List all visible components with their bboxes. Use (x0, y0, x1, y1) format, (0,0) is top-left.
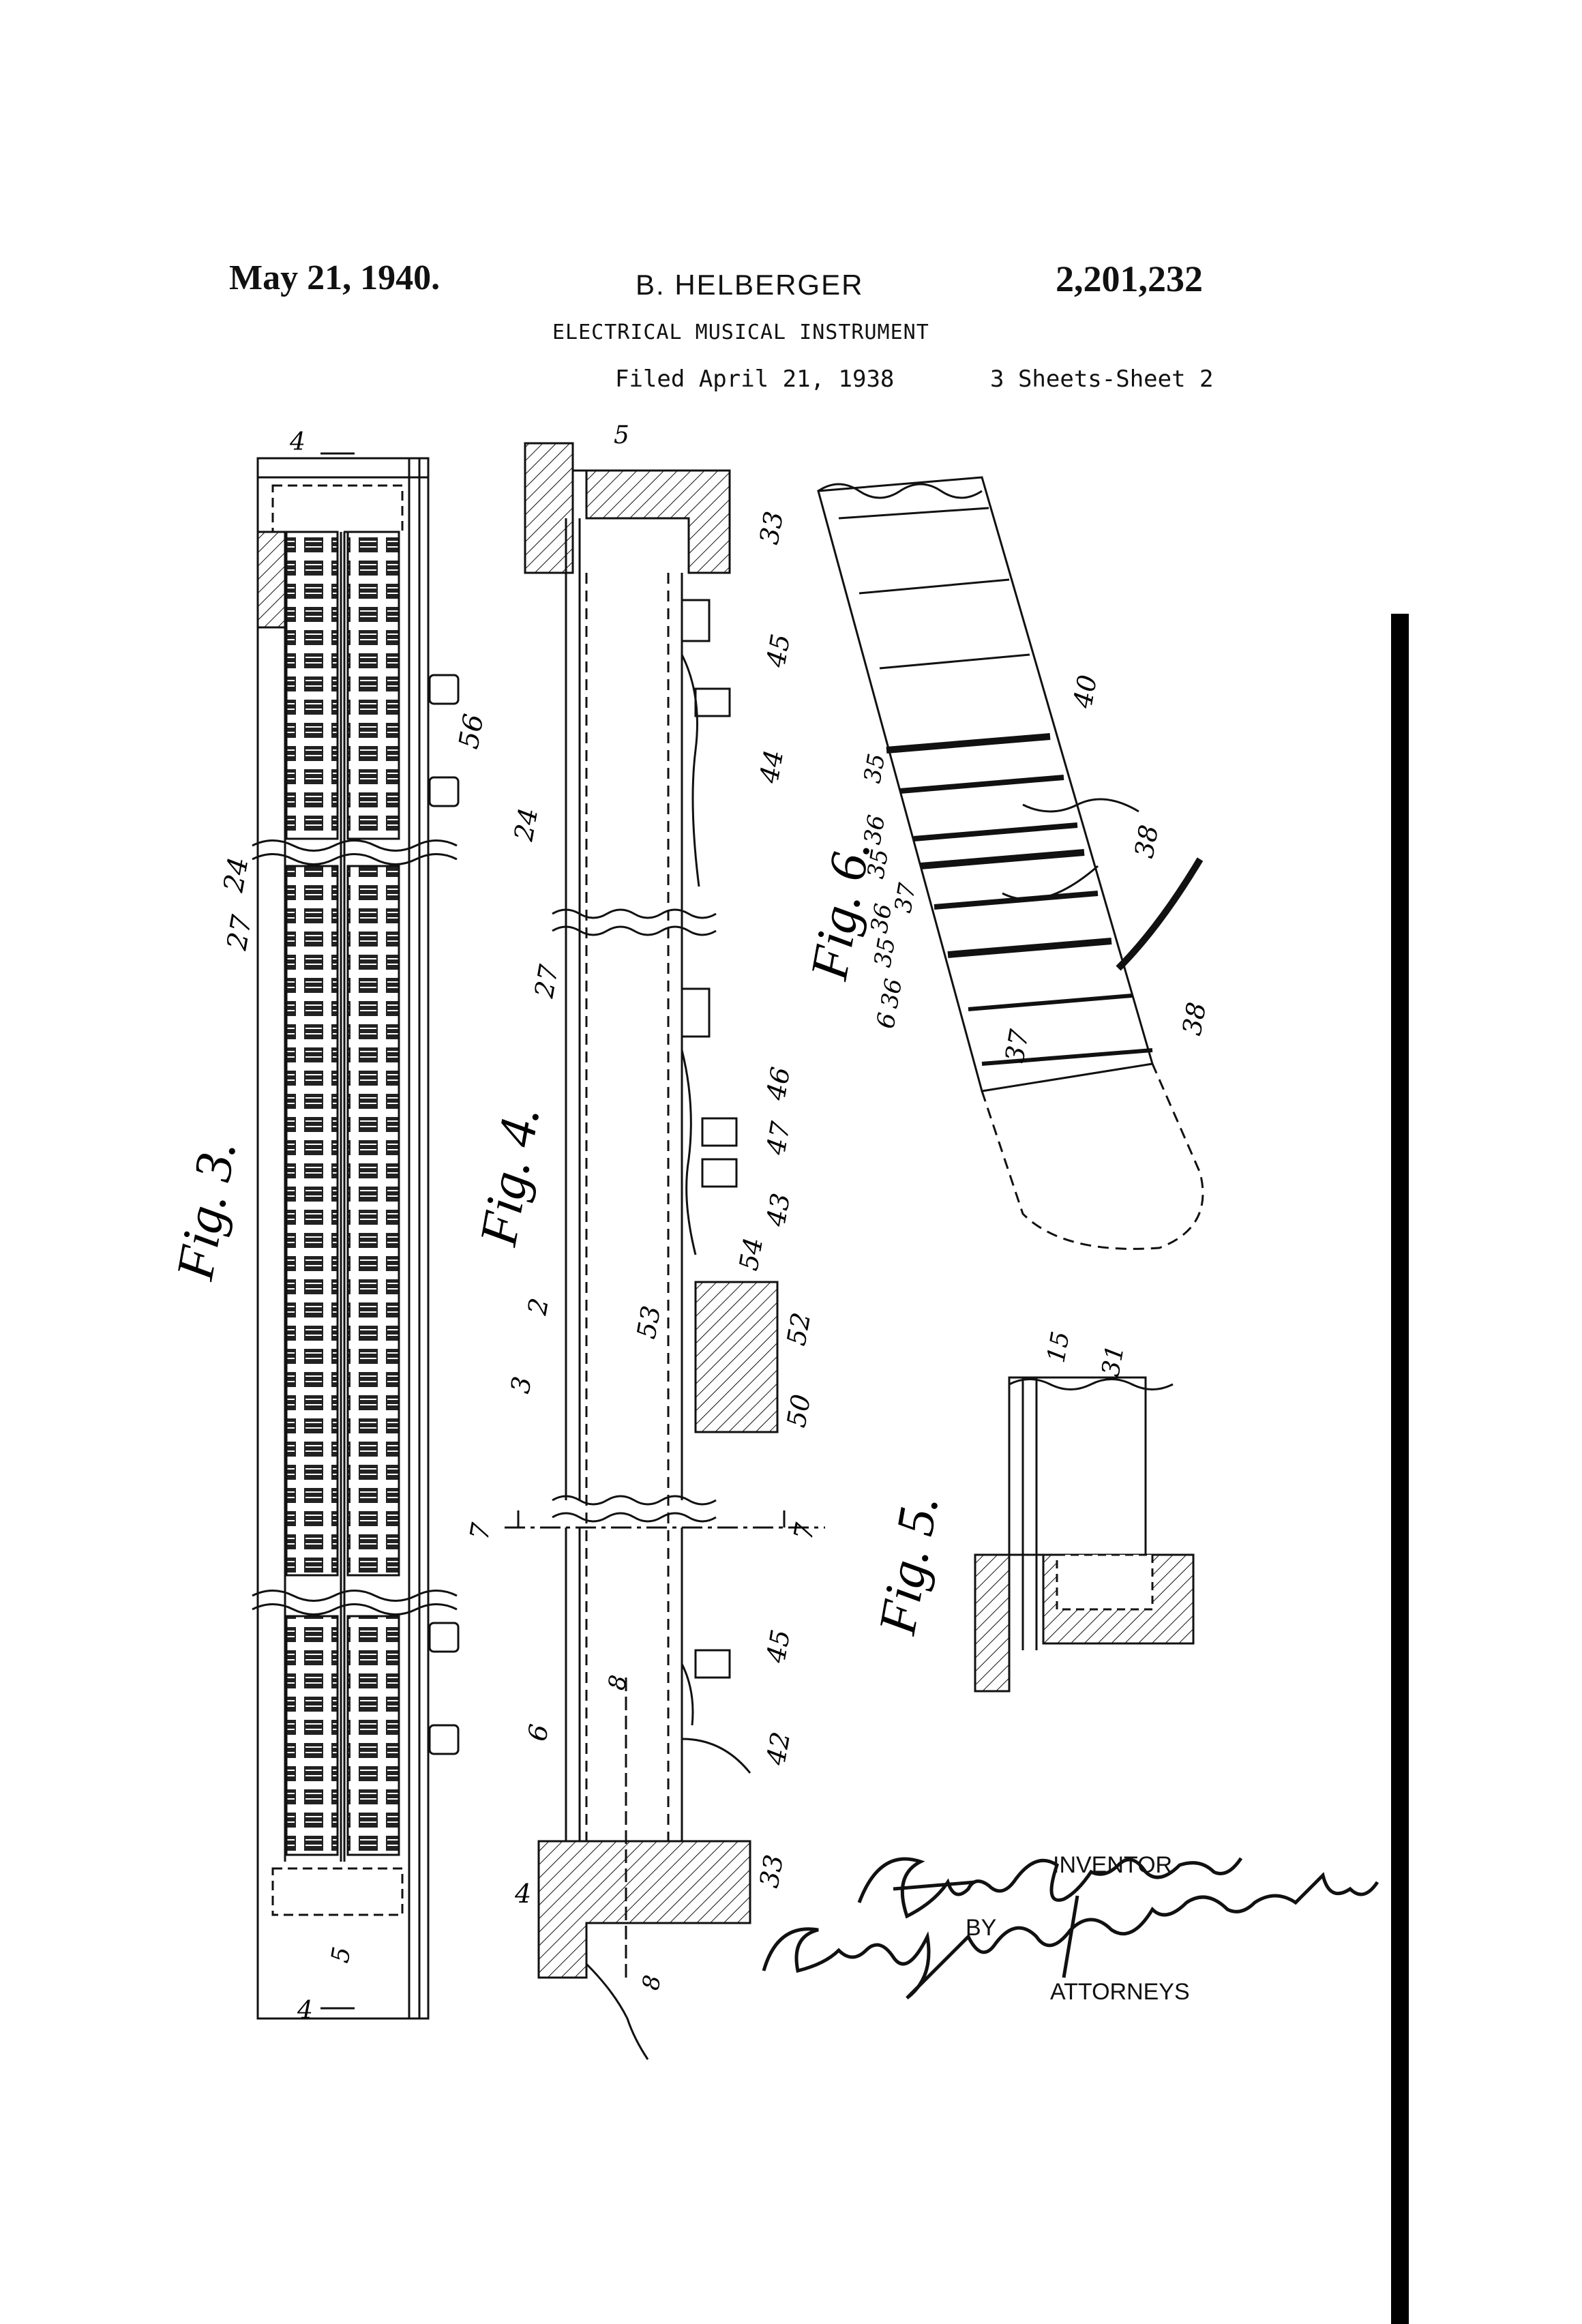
fig5-label-15: 15 (1042, 1329, 1075, 1365)
scan-edge-bar (1391, 614, 1409, 2324)
filed-date: Filed April 21, 1938 (615, 366, 895, 393)
fig3-drawing (252, 452, 460, 2020)
fig4-label-47: 47 (760, 1118, 796, 1157)
fig6-drawing (817, 476, 1204, 1250)
fig6-label-36-b: 36 (865, 902, 897, 936)
attorneys-signature (762, 1872, 1379, 1999)
fig5-drawing (974, 1376, 1195, 1693)
inventor-signature (857, 1857, 1243, 1919)
fig5-caption: Fig. 5. (867, 1490, 950, 1639)
patent-title: ELECTRICAL MUSICAL INSTRUMENT (552, 321, 929, 344)
fig6-label-37-b: 37 (1000, 1026, 1035, 1064)
fig4-label-8-top: 8 (603, 1673, 632, 1692)
fig4-label-54: 54 (734, 1235, 769, 1272)
fig3-label-4-top: 4 (289, 428, 305, 456)
fig4-label-53: 53 (631, 1303, 667, 1341)
fig4-label-8-bottom: 8 (637, 1973, 666, 1992)
fig6-label-36-a: 36 (859, 813, 891, 847)
fig4-label-7-left: 7 (464, 1520, 497, 1542)
fig6-label-40: 40 (1067, 672, 1103, 711)
fig4-label-43: 43 (760, 1191, 796, 1229)
fig4-label-50: 50 (781, 1392, 817, 1429)
fig6-label-38-bottom: 38 (1177, 1000, 1212, 1037)
inventor-label: INVENTOR (1053, 1852, 1173, 1878)
attorneys-label: ATTORNEYS (1050, 1979, 1190, 2005)
fig3-label-56: 56 (453, 712, 490, 751)
fig3-label-27: 27 (221, 912, 258, 953)
fig6-label-36-c: 36 (876, 977, 908, 1011)
fig4-label-46: 46 (760, 1064, 796, 1103)
sheet-count: 3 Sheets-Sheet 2 (990, 366, 1214, 393)
fig4-label-44: 44 (753, 747, 789, 786)
fig3-label-5: 5 (326, 1945, 356, 1965)
fig4-label-33-bottom: 33 (754, 1852, 790, 1890)
fig4-label-52: 52 (781, 1310, 817, 1347)
fig6-label-35-a: 35 (859, 751, 891, 786)
fig3-caption: Fig. 3. (164, 1135, 248, 1285)
fig4-caption: Fig. 4. (468, 1101, 551, 1251)
patent-number: 2,201,232 (1056, 258, 1203, 299)
fig4-label-45-top: 45 (760, 631, 796, 670)
fig4-label-45-bottom: 45 (760, 1627, 796, 1665)
fig4-label-27: 27 (528, 962, 564, 1000)
fig3-label-24: 24 (218, 855, 254, 895)
fig4-label-6: 6 (522, 1722, 555, 1743)
by-label: BY (966, 1915, 997, 1941)
fig3-label-4-bottom: 4 (297, 1997, 313, 2025)
fig4-drawing (505, 442, 825, 2060)
fig4-label-4: 4 (514, 1879, 531, 1909)
fig4-label-3: 3 (505, 1374, 538, 1395)
fig5-label-31: 31 (1096, 1343, 1129, 1378)
inventor-name: B. HELBERGER (636, 269, 864, 301)
fig4-label-2: 2 (522, 1296, 554, 1317)
fig4-label-42: 42 (760, 1729, 796, 1768)
fig4-label-24: 24 (508, 805, 543, 844)
fig4-label-7-right: 7 (788, 1520, 821, 1542)
fig6-label-38-top: 38 (1129, 822, 1165, 860)
fig4-label-5: 5 (614, 421, 629, 449)
fig6-label-35-b: 35 (862, 847, 894, 881)
patent-date: May 21, 1940. (229, 258, 441, 297)
fig6-label-37-a: 37 (889, 881, 921, 915)
fig4-label-33-top: 33 (754, 509, 790, 546)
fig6-label-6: 6 (871, 1011, 901, 1031)
fig6-label-35-c: 35 (869, 936, 901, 970)
